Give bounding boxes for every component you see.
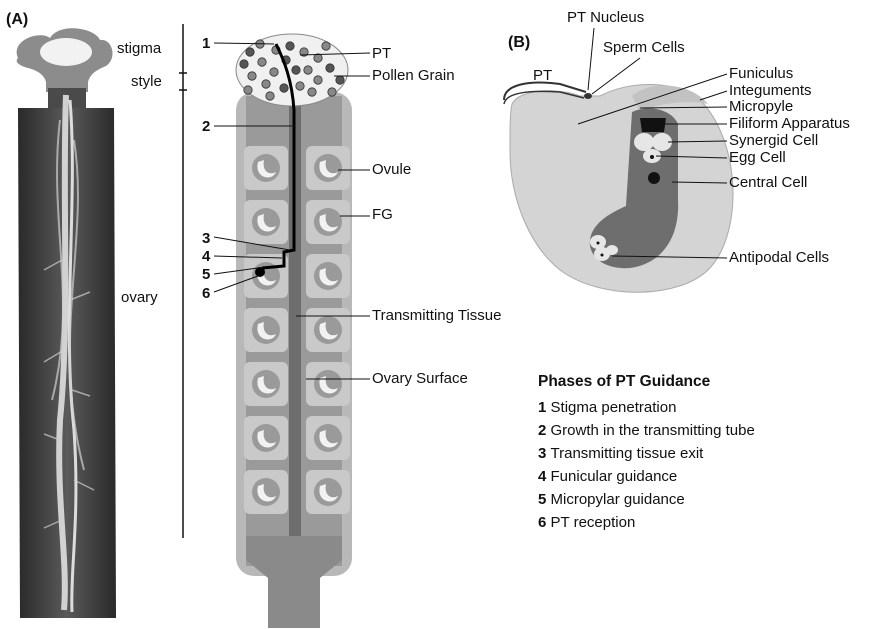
pollen-grain: [248, 72, 256, 80]
ovule: [244, 416, 288, 460]
phase-item: 5 Micropylar guidance: [538, 491, 685, 508]
stigma-label: stigma: [117, 40, 162, 57]
ovule: [306, 200, 350, 244]
pollen-grain: [258, 58, 266, 66]
ovule: [306, 146, 350, 190]
step-number-6: 6: [202, 285, 210, 302]
fg-label: FG: [372, 206, 393, 223]
step-number-5: 5: [202, 266, 210, 283]
pollen-grain-label: Pollen Grain: [372, 67, 455, 84]
transmitting-tissue-label: Transmitting Tissue: [372, 307, 502, 324]
egg-cell-label: Egg Cell: [729, 149, 786, 166]
ovule: [306, 308, 350, 352]
synergid-cell-label: Synergid Cell: [729, 132, 818, 149]
pollen-grain: [336, 76, 344, 84]
antipodal-cells-label: Antipodal Cells: [729, 249, 829, 266]
pollen-grain: [270, 68, 278, 76]
step-number-3: 3: [202, 230, 210, 247]
panel-a-tag: (A): [6, 11, 28, 28]
pollen-grain: [240, 60, 248, 68]
phase-item: 1 Stigma penetration: [538, 399, 676, 416]
micropyle-label: Micropyle: [729, 98, 793, 115]
phase-item: 6 PT reception: [538, 514, 635, 531]
style-label: style: [131, 73, 162, 90]
pollen-grain: [304, 66, 312, 74]
ovule: [244, 362, 288, 406]
step-number-1: 1: [202, 35, 210, 52]
pt-label-a: PT: [372, 45, 391, 62]
ovule-label: Ovule: [372, 161, 411, 178]
step-number-2: 2: [202, 118, 210, 135]
phase-item: 3 Transmitting tissue exit: [538, 445, 704, 462]
ovule: [306, 362, 350, 406]
pollen-grain: [326, 64, 334, 72]
phase-item: 2 Growth in the transmitting tube: [538, 422, 755, 439]
pollen-grain: [266, 92, 274, 100]
central-cell-label: Central Cell: [729, 174, 807, 191]
pollen-grain: [308, 88, 316, 96]
filiform-apparatus-label: Filiform Apparatus: [729, 115, 850, 132]
sperm-cells-label: Sperm Cells: [603, 39, 685, 56]
ovary-surface-label: Ovary Surface: [372, 370, 468, 387]
panel-b-tag: (B): [508, 34, 530, 51]
pollen-grain: [314, 76, 322, 84]
ovule: [244, 308, 288, 352]
ovule: [244, 200, 288, 244]
pistil-micrograph: [17, 28, 116, 618]
pollen-grain: [286, 42, 294, 50]
ovule: [306, 254, 350, 298]
phases-legend: Phases of PT Guidance 1 Stigma penetrati…: [538, 373, 755, 531]
pollen-grain: [262, 80, 270, 88]
pollen-grain: [322, 42, 330, 50]
pollen-grain: [292, 66, 300, 74]
step-number-4: 4: [202, 248, 211, 265]
pollen-grain: [246, 48, 254, 56]
phases-title: Phases of PT Guidance: [538, 373, 711, 390]
ovule-diagram: [504, 83, 733, 293]
integuments-label: Integuments: [729, 82, 812, 99]
pt-label-b: PT: [533, 67, 552, 84]
ovule: [306, 470, 350, 514]
phase-item: 4 Funicular guidance: [538, 468, 677, 485]
pt-nucleus-label: PT Nucleus: [567, 9, 644, 26]
pollen-grain: [296, 82, 304, 90]
ovule: [244, 254, 288, 298]
pollen-grain: [328, 88, 336, 96]
funiculus-label: Funiculus: [729, 65, 793, 82]
pollen-grain: [244, 86, 252, 94]
ovule: [244, 470, 288, 514]
pollen-grain: [280, 84, 288, 92]
ovule: [244, 146, 288, 190]
ovary-label: ovary: [121, 289, 158, 306]
ovule: [306, 416, 350, 460]
